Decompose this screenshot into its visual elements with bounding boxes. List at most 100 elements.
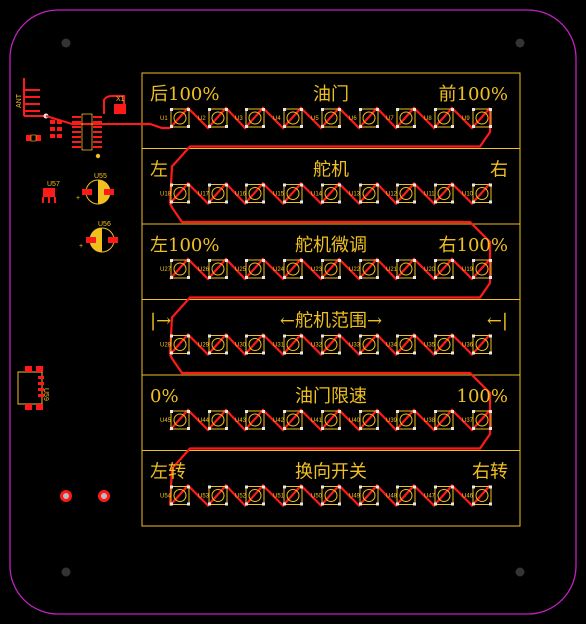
tactile-switch: U1 (160, 108, 190, 128)
mounting-holes (61, 38, 525, 577)
tactile-switch: U14 (311, 183, 341, 204)
row-label-right: ←| (487, 311, 508, 332)
row-trace (169, 181, 491, 206)
switch-ref: U26 (198, 267, 210, 273)
switch-ref: U12 (386, 192, 398, 198)
switch-ref: U36 (462, 343, 474, 349)
switch-ref: U47 (424, 494, 436, 500)
ic-u56: U56 + (79, 221, 118, 253)
switch-ref: U14 (311, 192, 323, 198)
row-trace (169, 408, 491, 432)
switch-ref: U35 (424, 343, 436, 349)
switch-ref: U39 (386, 418, 398, 424)
switch-ref: U30 (235, 343, 247, 349)
tactile-switch: U18 (160, 183, 190, 204)
svg-text:U56: U56 (98, 221, 111, 228)
switch-ref: U2 (198, 116, 206, 122)
switch-ref: U24 (273, 267, 285, 273)
row-label-center: ←舵机范围→ (280, 311, 382, 332)
switch-ref: U41 (311, 418, 323, 424)
switch-ref: U21 (386, 267, 398, 273)
switch-ref: U22 (349, 267, 361, 273)
row-label-left: 0% (150, 386, 179, 407)
row-label-left: 左100% (150, 235, 219, 256)
tactile-switch: U28 (160, 334, 190, 355)
tactile-switch: U3 (235, 108, 265, 128)
switch-ref: U37 (462, 418, 474, 424)
row-trace (169, 106, 491, 130)
row-link-trace (168, 259, 492, 355)
tactile-switch: U29 (198, 334, 228, 355)
switch-ref: U42 (273, 418, 285, 424)
tactile-switch: U24 (273, 259, 303, 279)
tactile-switch: U30 (235, 334, 265, 355)
tactile-switch: U54 (160, 485, 190, 506)
tactile-switch: U37 (462, 410, 492, 430)
switch-ref: U46 (462, 494, 474, 500)
svg-text:+: + (76, 195, 80, 202)
tactile-switch: U26 (198, 259, 228, 279)
row-label-left: |→ (150, 311, 171, 332)
tactile-switch: U27 (160, 259, 190, 279)
row-label-right: 右100% (439, 235, 508, 256)
row-label-center: 舵机 (313, 160, 349, 181)
row-trace (169, 483, 491, 508)
tactile-switch: U38 (424, 410, 454, 430)
switch-ref: U49 (349, 494, 361, 500)
svg-text:+: + (79, 243, 83, 250)
antenna-label: ANT (16, 93, 23, 108)
board-outline (9, 9, 577, 615)
tactile-switch: U31 (273, 334, 303, 355)
switch-ref: U4 (273, 116, 281, 122)
row-label-right: 前100% (439, 84, 508, 105)
tactile-switch: U46 (462, 485, 492, 506)
tactile-switch: U39 (386, 410, 416, 430)
switch-ref: U3 (235, 116, 243, 122)
tactile-switch: U10 (462, 183, 492, 204)
switch-ref: U11 (424, 192, 435, 198)
switch-ref: U51 (273, 494, 285, 500)
switch-ref: U34 (386, 343, 398, 349)
row-link-trace (168, 410, 492, 506)
switch-ref: U32 (311, 343, 323, 349)
switch-ref: U13 (349, 192, 361, 198)
switch-ref: U17 (198, 192, 210, 198)
switch-ref: U52 (235, 494, 247, 500)
switch-ref: U25 (235, 267, 247, 273)
tactile-switch: U20 (424, 259, 454, 279)
tactile-switch: U34 (386, 334, 416, 355)
switch-ref: U53 (198, 494, 210, 500)
tactile-switch: U13 (349, 183, 379, 204)
row-trace (169, 257, 491, 281)
row-trace (169, 332, 491, 357)
tactile-switch: U4 (273, 108, 303, 128)
feed-trace (140, 122, 170, 130)
tactile-switch: U48 (386, 485, 416, 506)
tactile-switch: U40 (349, 410, 379, 430)
svg-text:U57: U57 (47, 181, 60, 188)
switch-ref: U38 (424, 418, 436, 424)
tactile-switch: U45 (160, 410, 190, 430)
switch-ref: U28 (160, 343, 172, 349)
switch-ref: U31 (273, 343, 285, 349)
ic-u55: U55 + (76, 173, 114, 205)
switch-ref: U18 (160, 192, 172, 198)
switch-ref: U20 (424, 267, 436, 273)
switch-ref: U27 (160, 267, 172, 273)
switch-ref: U44 (198, 418, 210, 424)
switch-ref: U48 (386, 494, 398, 500)
connector-u59: U59 (17, 366, 49, 410)
switch-ref: U23 (311, 267, 323, 273)
tactile-switch: U15 (273, 183, 303, 204)
row-label-center: 舵机微调 (295, 235, 367, 256)
row-label-center: 油门限速 (295, 386, 367, 407)
tactile-switch: U11 (424, 183, 454, 204)
switch-ref: U16 (235, 192, 247, 198)
tactile-switch: U41 (311, 410, 341, 430)
row-link-trace (168, 108, 492, 204)
switch-ref: U29 (198, 343, 210, 349)
switch-ref: U45 (160, 418, 172, 424)
crystal-label: X1 (116, 96, 125, 103)
